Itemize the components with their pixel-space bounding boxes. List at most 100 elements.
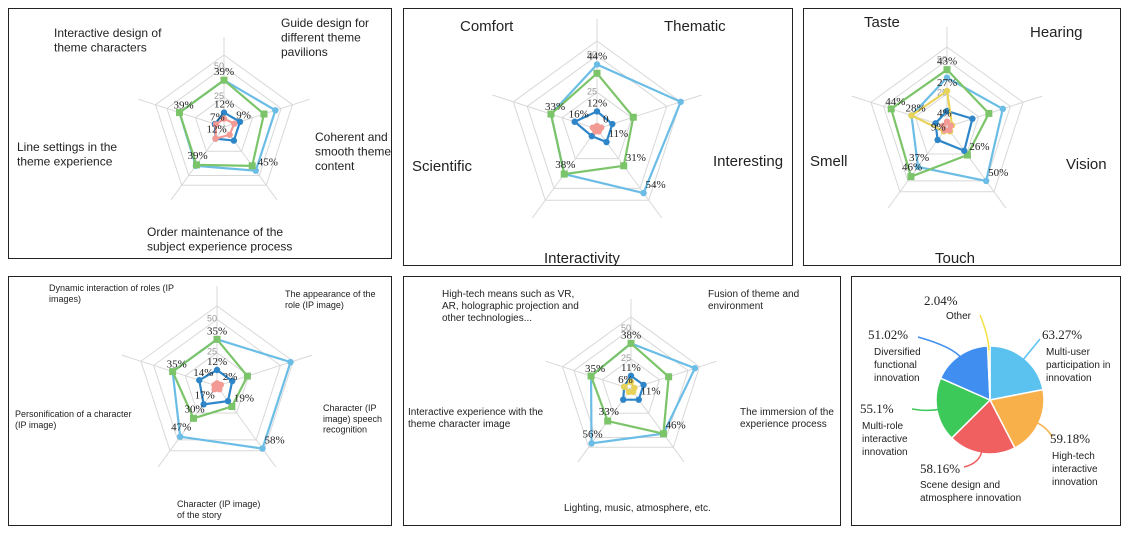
series-marker — [963, 151, 971, 159]
data-label: 45% — [258, 157, 278, 169]
data-label: 26% — [969, 141, 989, 153]
series-marker — [196, 377, 203, 384]
axis-label-line: theme experience — [17, 154, 113, 168]
tick-label: 25 — [207, 347, 217, 357]
series-marker — [547, 110, 555, 118]
series-marker — [260, 110, 268, 118]
data-label: 43% — [937, 56, 957, 68]
pie-slice-label-line: functional — [874, 360, 917, 371]
data-label: 38% — [555, 159, 575, 171]
pie-slice-label-line: Multi-role — [862, 421, 904, 432]
series-marker — [961, 147, 968, 154]
series-marker — [229, 377, 236, 385]
series-marker — [212, 135, 219, 142]
series-marker — [212, 121, 220, 128]
series-marker — [593, 69, 601, 77]
pie-slice-label-line: interactive — [862, 434, 908, 445]
series-marker — [620, 383, 628, 390]
data-label: 6% — [618, 374, 633, 386]
tick-label: 25 — [621, 353, 631, 363]
series-marker — [213, 335, 221, 343]
series-marker — [625, 388, 633, 396]
axis-label-line: environment — [708, 301, 763, 312]
axis-label-line: Interactive experience with the — [408, 407, 544, 418]
series-line — [549, 71, 635, 176]
grid-ring — [561, 91, 633, 160]
axis-label-line: subject experience process — [147, 239, 292, 253]
data-label: 27% — [937, 77, 957, 89]
data-label: 39% — [173, 100, 193, 112]
series-marker — [627, 378, 635, 385]
axis-label: Character (IP image)of the story — [177, 499, 260, 520]
series-marker — [236, 118, 244, 126]
series-line — [171, 337, 249, 420]
series-marker — [943, 87, 951, 95]
axis-label: Taste — [864, 14, 900, 31]
series-marker — [604, 417, 612, 425]
series-marker — [665, 373, 673, 381]
series-marker — [985, 109, 993, 117]
data-label: 31% — [626, 152, 646, 164]
series-marker — [659, 430, 667, 438]
axis-label: Interesting — [713, 153, 783, 170]
tick-label: 50 — [214, 61, 224, 71]
series-marker — [211, 381, 218, 389]
series-marker — [691, 365, 699, 372]
grid-spoke — [492, 94, 598, 130]
axis-label: Personification of a character(IP image) — [15, 409, 132, 430]
series-line — [178, 78, 266, 167]
data-label: 12% — [214, 99, 234, 111]
axis-label-line: images) — [49, 294, 81, 304]
data-label: 33% — [545, 101, 565, 113]
pie-slice-label-line: atmosphere innovation — [920, 493, 1021, 504]
data-label: 12% — [587, 97, 607, 109]
series-marker — [200, 401, 207, 408]
data-label: 46% — [902, 162, 922, 174]
grid-ring — [154, 54, 294, 186]
data-label: 46% — [665, 420, 685, 432]
grid-ring — [526, 55, 668, 189]
series-marker — [220, 109, 228, 116]
pie-value-label: 51.02% — [868, 327, 908, 342]
data-label: 39% — [214, 66, 234, 78]
axis-label-line: recognition — [323, 425, 367, 435]
axis-label: Thematic — [664, 18, 726, 35]
axis-label-line: pavilions — [281, 45, 328, 59]
series-marker — [588, 440, 595, 447]
data-label: 50% — [988, 167, 1008, 179]
axis-label-line: other technologies... — [442, 313, 532, 324]
pie-slice-label-line: Diversified — [874, 347, 921, 358]
grid-spoke — [946, 126, 1007, 209]
pie-slice-label-line: Multi-user — [1046, 347, 1091, 358]
tick-label: 50 — [937, 54, 947, 64]
series-marker — [213, 366, 221, 374]
series-marker — [588, 132, 596, 140]
grid-spoke — [946, 95, 1043, 128]
data-label: 0 — [603, 114, 609, 126]
data-label: 12% — [207, 124, 227, 136]
axis-label-line: Personification of a character — [15, 409, 132, 419]
pie-slice-label-line: interactive — [1052, 464, 1098, 475]
data-label: 30% — [184, 403, 204, 415]
axis-label-line: The appearance of the — [285, 289, 376, 299]
pie-leader-line — [911, 408, 941, 412]
tick-label: 50 — [621, 323, 631, 333]
data-label: 39% — [187, 150, 207, 162]
series-marker — [946, 127, 953, 134]
grid-spoke — [851, 95, 948, 128]
series-marker — [248, 162, 256, 170]
pie-value-label: 2.04% — [924, 293, 958, 308]
pie-leader-line — [963, 449, 983, 468]
series-marker — [192, 161, 200, 169]
axis-label-line: theme character image — [408, 419, 511, 430]
data-label: 58% — [264, 435, 284, 447]
